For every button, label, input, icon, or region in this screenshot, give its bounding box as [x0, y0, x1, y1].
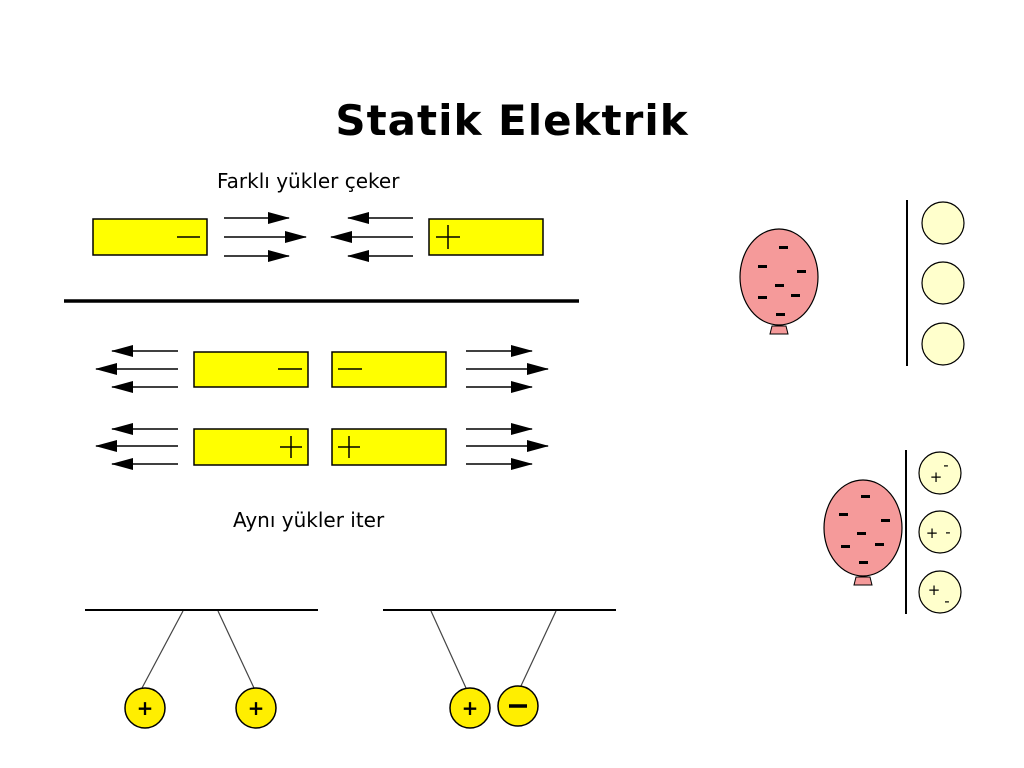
caption-repel: Aynı yükler iter	[233, 508, 385, 532]
plus-sign	[436, 225, 460, 249]
plus-sign: +	[137, 696, 154, 720]
ball-icon	[921, 261, 965, 305]
plus-sign	[280, 436, 302, 458]
minus-sign: -	[944, 592, 949, 610]
charged-ball-icon	[449, 687, 491, 729]
balloon-charges	[758, 246, 806, 316]
repel-positive-group	[95, 423, 549, 470]
plus-sign: +	[248, 696, 265, 720]
thread	[141, 610, 184, 689]
plus-sign: +	[462, 696, 479, 720]
balloon-charges	[839, 495, 890, 564]
minus-sign: -	[945, 523, 950, 541]
plus-sign: +	[930, 468, 943, 486]
thread	[217, 610, 255, 689]
minus-sign: -	[943, 456, 948, 474]
balloon-scene-top	[739, 200, 965, 366]
balloon-knot	[853, 576, 873, 586]
arrows-right	[224, 212, 307, 262]
plus-sign	[338, 436, 360, 458]
pendulum-pair-opposite: +	[383, 609, 616, 729]
slide-title: Statik Elektrik	[335, 96, 689, 145]
ball-icon	[918, 510, 962, 554]
repel-negative-group	[95, 345, 549, 393]
plus-sign: +	[928, 581, 941, 599]
arrows-left	[330, 212, 413, 262]
balloon-icon	[823, 479, 903, 577]
ball-icon	[918, 451, 962, 495]
balloon-knot	[769, 325, 789, 335]
charged-ball-icon	[124, 687, 166, 729]
pendulum-pair-same: + +	[85, 609, 318, 729]
thread	[519, 610, 557, 689]
charged-ball-icon	[235, 687, 277, 729]
ball-icon	[921, 322, 965, 366]
ball-icon	[918, 570, 962, 614]
ball-icon	[921, 201, 965, 245]
caption-attract: Farklı yükler çeker	[217, 169, 400, 193]
thread	[430, 610, 467, 689]
plus-sign: +	[926, 524, 939, 542]
balloon-icon	[739, 228, 819, 326]
balloon-scene-bottom: + - + - + -	[823, 450, 962, 614]
attract-group	[92, 212, 544, 262]
